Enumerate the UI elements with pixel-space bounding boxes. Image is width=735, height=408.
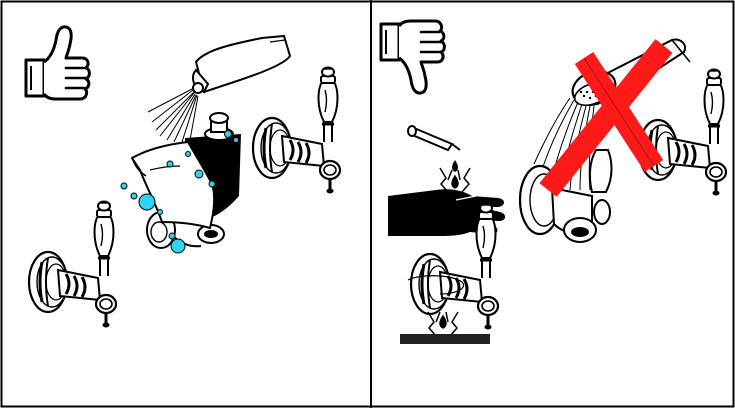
ground-surface	[400, 334, 490, 344]
hand-icon	[388, 189, 506, 236]
corrosion-warning-icon	[439, 167, 471, 193]
red-cross-icon	[539, 39, 673, 197]
cleaning-tube-icon	[147, 34, 292, 143]
panel-do	[24, 25, 342, 329]
chemical-pipette-icon	[407, 125, 461, 172]
corrosion-warning-icon	[427, 311, 459, 337]
panel-dont	[379, 19, 728, 344]
water-drop-icon	[120, 130, 239, 254]
